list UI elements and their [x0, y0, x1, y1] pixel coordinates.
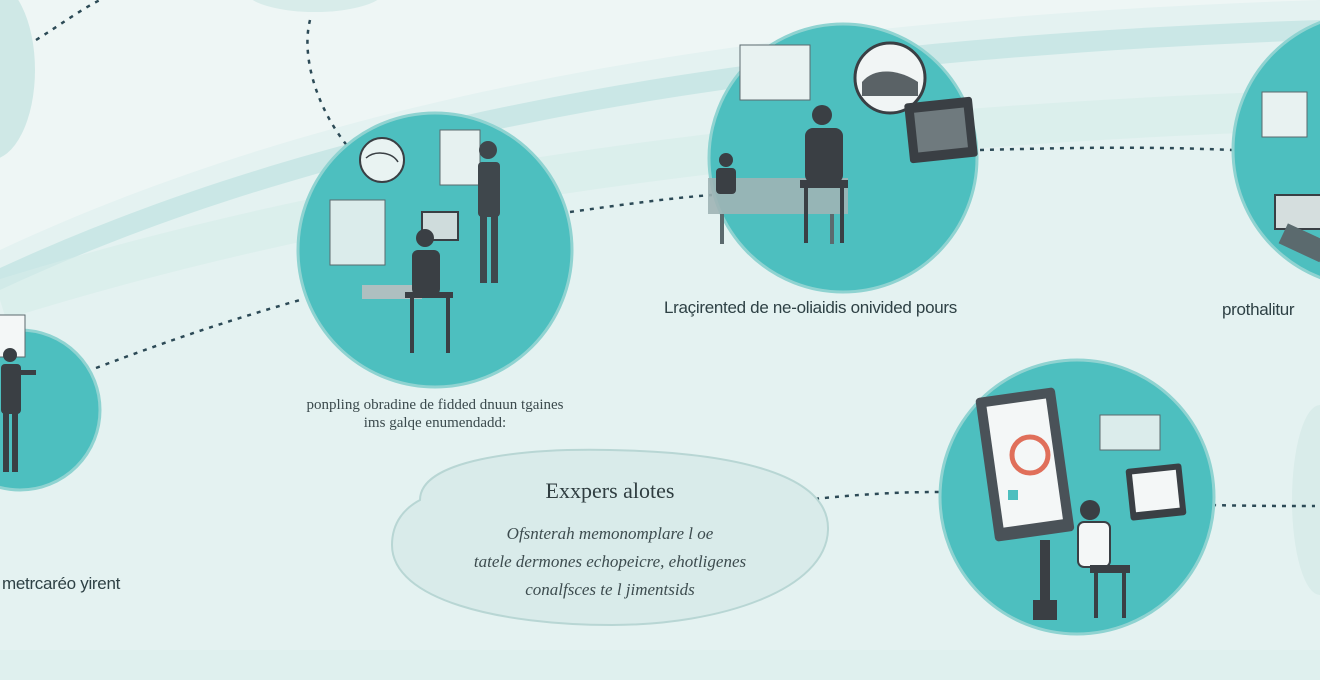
bubble-title: Exxpers alotes [545, 478, 675, 503]
chart-icon [1261, 91, 1308, 138]
partial-circle-top-left [0, 0, 35, 158]
connector-bubble-5 [804, 490, 941, 502]
connector-3-4 [979, 146, 1233, 152]
chart-icon [439, 129, 481, 186]
station-circle-4 [1231, 20, 1320, 280]
partial-circle-top [252, 0, 378, 12]
laptop-icon [1274, 194, 1320, 263]
desk-figure [1033, 500, 1130, 620]
presentation-board-icon [329, 199, 386, 266]
station-caption-2-line-1: ponpling obradine de fidded dnuun tgaine… [306, 397, 564, 413]
station-circle-1 [0, 314, 102, 492]
connector-5-right [1211, 503, 1316, 508]
globe-icon [359, 137, 405, 183]
connectors [35, 0, 1316, 508]
station-circle-3 [707, 22, 979, 294]
timeline-glow [0, 90, 1320, 320]
meeting-figures [716, 105, 848, 243]
station-circle-5 [938, 358, 1216, 636]
bubble-body: Ofsnterah memonomplare l oe tatele dermo… [420, 520, 800, 604]
station-label-1: metrcaréo yirent [2, 574, 121, 593]
computer-icon [362, 211, 459, 299]
map-icon [853, 41, 927, 115]
bubble-line-1: Ofsnterah memonomplare l oe [506, 524, 714, 543]
seated-figure [405, 229, 453, 353]
station-label-3: Lraçirented de ne-oliaidis onivided pour… [664, 298, 957, 317]
station-circle-2 [296, 111, 574, 389]
standing-figure [478, 141, 500, 283]
partial-circle-right [1292, 405, 1320, 595]
computer-icon [1125, 463, 1187, 521]
presentation-board-icon [975, 387, 1075, 542]
station-caption-2: ponpling obradine de fidded dnuun tgaine… [280, 396, 590, 432]
chart-icon [739, 44, 811, 101]
bubble-line-2: tatele dermones echopeicre, ehotligenes [473, 552, 747, 571]
station-label-4: prothalitur [1222, 300, 1295, 319]
presenter-figure [1, 348, 36, 472]
expert-bubble [390, 448, 830, 627]
map-icon [1099, 414, 1161, 451]
monitor-icon [904, 96, 978, 164]
connector-top [306, 19, 361, 161]
station-caption-2-line-2: ims galqe enumendadd: [363, 415, 507, 431]
bubble-line-3: conalfsces te l jimentsids [525, 580, 695, 599]
bottom-strip [0, 650, 1320, 680]
